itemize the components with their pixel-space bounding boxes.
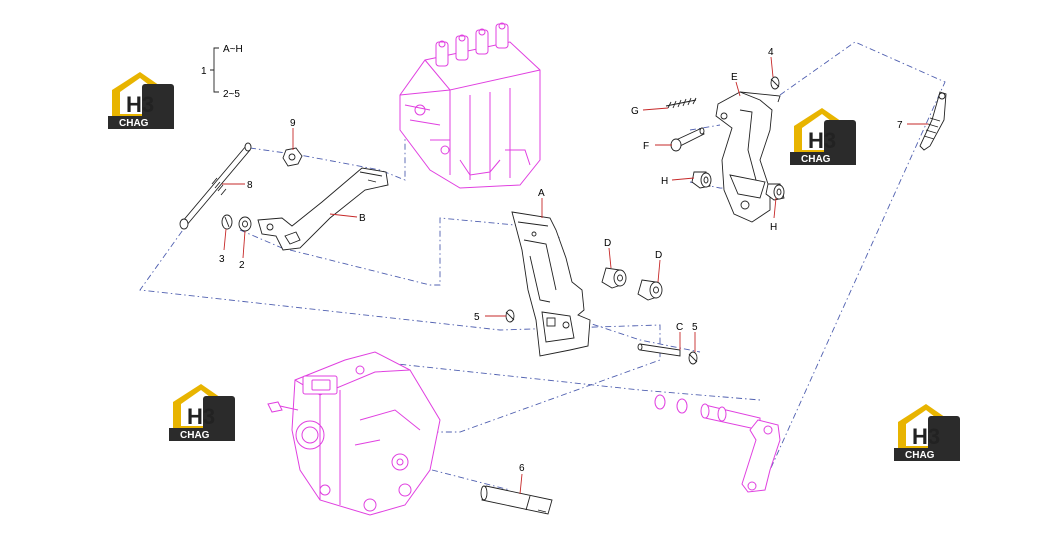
callout-a: A	[538, 188, 545, 199]
callout-5-right: 5	[692, 322, 698, 333]
callout-8: 8	[247, 180, 253, 191]
legend-bracket: 1 A~H 2~5	[201, 44, 243, 100]
logo-mark-text: H3	[187, 404, 215, 429]
callout-3: 3	[219, 254, 225, 265]
part-d-roller-1	[601, 267, 627, 289]
part-5-clip-2	[688, 351, 698, 365]
callout-h-1: H	[661, 176, 668, 187]
callout-labels: 9 8 3 2 B A D D 5 C 5 4 E G F H H 7 6	[219, 47, 903, 474]
logo-label: CHAG	[801, 154, 831, 165]
callout-7: 7	[897, 120, 903, 131]
callout-4: 4	[768, 47, 774, 58]
legend-index: 1	[201, 66, 207, 77]
watermark-logo: H3 CHAG	[894, 404, 960, 461]
injection-pump	[399, 22, 541, 189]
part-9-nut	[282, 147, 303, 167]
part-7-cable-end	[919, 91, 947, 151]
part-g-spring	[665, 97, 697, 109]
part-6-shaft	[480, 485, 553, 515]
logo-mark-text: H3	[808, 128, 836, 153]
logo-mark-text: H3	[126, 92, 154, 117]
part-h-bushing-1	[691, 171, 712, 189]
callout-9: 9	[290, 118, 296, 129]
callout-e: E	[731, 72, 738, 83]
callout-d-1: D	[604, 238, 611, 249]
watermark-logo: H3 CHAG	[169, 384, 235, 441]
legend-range-top: A~H	[223, 44, 243, 55]
callout-leaders	[222, 56, 928, 495]
callout-2: 2	[239, 260, 245, 271]
legend-range-bottom: 2~5	[223, 89, 240, 100]
callout-b: B	[359, 213, 366, 224]
part-8-rod-spring	[179, 142, 252, 230]
callout-c: C	[676, 322, 683, 333]
part-f-bolt	[670, 127, 705, 152]
watermark-logo: H3 CHAG	[108, 72, 174, 129]
part-3-clip	[221, 214, 233, 230]
callout-h-2: H	[770, 222, 777, 233]
callout-g: G	[631, 106, 639, 117]
part-b-lever	[257, 167, 389, 251]
governor-housing	[267, 351, 441, 516]
control-shaft-lever	[654, 394, 781, 493]
part-h-bushing-2	[765, 183, 785, 201]
callout-f: F	[643, 141, 649, 152]
part-c-pin	[637, 343, 681, 357]
part-4-clip	[770, 76, 780, 90]
watermark-logo: H3 CHAG	[790, 108, 856, 165]
logo-label: CHAG	[180, 430, 210, 441]
logo-label: CHAG	[119, 118, 149, 129]
part-d-roller-2	[637, 279, 663, 301]
part-a-bracket	[511, 211, 591, 357]
logo-mark-text: H3	[912, 424, 940, 449]
part-5-clip-1	[505, 309, 515, 323]
callout-6: 6	[519, 463, 525, 474]
part-e-bracket	[715, 91, 781, 223]
logo-label: CHAG	[905, 450, 935, 461]
callout-5-left: 5	[474, 312, 480, 323]
callout-d-2: D	[655, 250, 662, 261]
part-2-washer	[238, 216, 252, 232]
